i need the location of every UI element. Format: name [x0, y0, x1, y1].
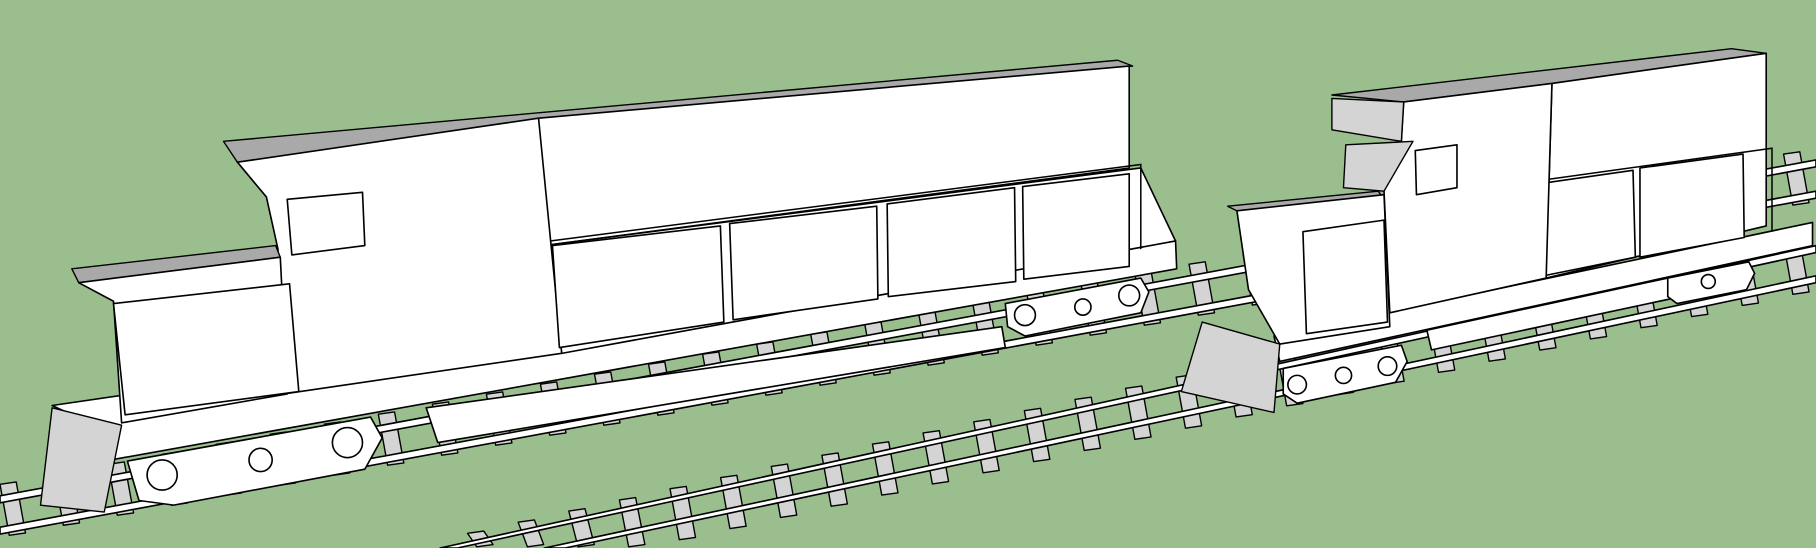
hood-door-2 — [1639, 153, 1746, 259]
locomotive-right[interactable] — [1180, 47, 1814, 414]
hood-door-1 — [1543, 169, 1637, 277]
rear-truck — [1666, 261, 1756, 305]
handrail — [1546, 147, 1773, 232]
hood-door-3 — [886, 186, 1017, 298]
hood-door-4 — [1021, 172, 1131, 281]
locomotive-left[interactable] — [39, 59, 1178, 513]
cab-side — [1342, 140, 1414, 192]
fuel-tank — [425, 325, 1007, 444]
railroad-tie — [517, 519, 545, 548]
pilot-plow — [1180, 321, 1281, 414]
cab-window — [286, 191, 366, 256]
short-hood-panel — [112, 283, 300, 416]
front-truck — [1004, 277, 1150, 337]
short-hood-panel — [1302, 219, 1389, 335]
hood-door-2 — [728, 205, 879, 321]
rear-truck — [126, 416, 384, 506]
hood-door-1 — [551, 225, 725, 349]
cab — [1383, 82, 1553, 314]
pilot-plow — [39, 407, 123, 513]
handrail — [550, 163, 1142, 250]
cab-window — [1414, 144, 1458, 196]
front-truck — [1282, 344, 1408, 404]
